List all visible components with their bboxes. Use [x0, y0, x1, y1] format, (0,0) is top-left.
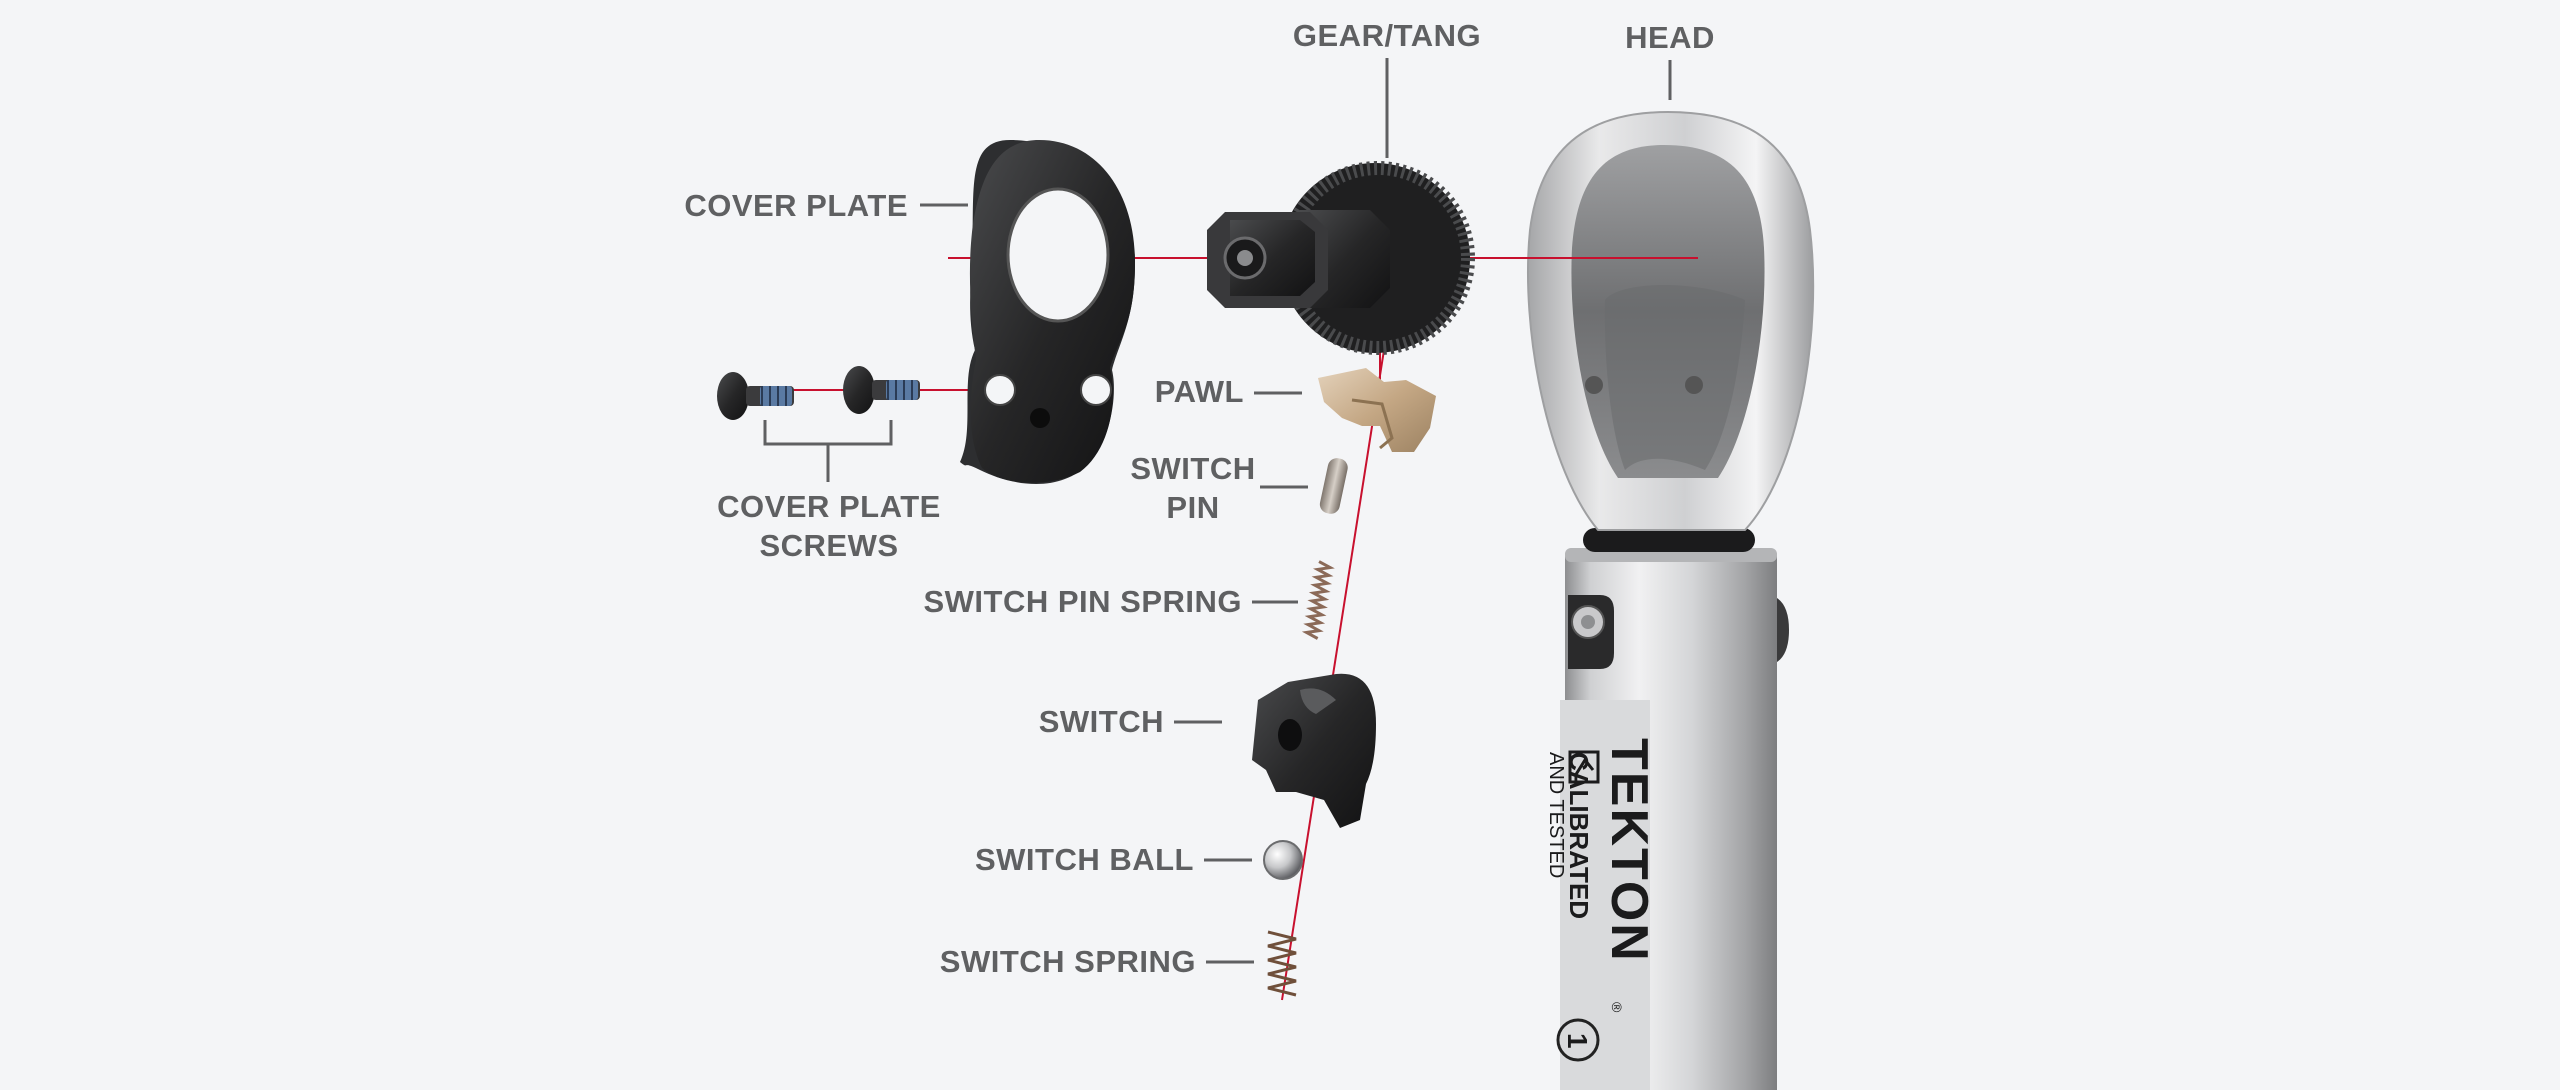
gear-tang: [1207, 161, 1475, 355]
label-switch-pin-line1: SWITCH: [1130, 451, 1256, 486]
label-switch: SWITCH: [1038, 704, 1164, 739]
wrench-tagline: CALIBRATED AND TESTED: [1545, 752, 1594, 919]
label-switch-pin-spring: SWITCH PIN SPRING: [923, 584, 1242, 619]
label-gear-tang: GEAR/TANG: [1292, 18, 1482, 53]
svg-text:AND TESTED: AND TESTED: [1545, 752, 1567, 878]
leader-cover-plate-screws: [763, 420, 893, 482]
label-switch-ball: SWITCH BALL: [974, 842, 1194, 877]
label-switch-pin: SWITCH PIN: [1120, 449, 1266, 527]
screw-right: [843, 366, 920, 414]
wrench-brand-text: TEKTON: [1600, 738, 1658, 963]
leader-lines: [763, 58, 1672, 964]
switch-ball: [1263, 840, 1303, 880]
torque-wrench: TEKTON CALIBRATED AND TESTED 1 ®: [1527, 110, 1815, 1090]
screw-left: [717, 372, 794, 420]
switch: [1252, 673, 1376, 828]
switch-pin: [1319, 458, 1348, 514]
svg-text:TEKTON: TEKTON: [1600, 738, 1658, 963]
wrench-label-plate: [1560, 700, 1650, 1090]
label-cover-plate: COVER PLATE: [684, 188, 908, 223]
svg-text:1: 1: [1562, 1033, 1593, 1049]
pawl: [1318, 368, 1436, 452]
wrench-side-bolt: [1568, 595, 1614, 669]
switch-pin-spring: [1301, 560, 1335, 640]
svg-text:®: ®: [1609, 1002, 1625, 1013]
label-cover-plate-screws-line2: SCREWS: [759, 528, 899, 563]
label-switch-spring: SWITCH SPRING: [939, 944, 1196, 979]
wrench-side-knob: [1777, 598, 1789, 662]
wrench-logo-icon: [1568, 750, 1600, 784]
switch-spring: [1267, 930, 1297, 997]
label-pawl: PAWL: [1154, 374, 1244, 409]
cover-plate-screws: [717, 366, 920, 420]
label-head: HEAD: [1625, 20, 1715, 55]
wrench-neck-ring: [1583, 528, 1755, 552]
cover-plate: [960, 139, 1135, 485]
wrench-registered-mark: ®: [1609, 1002, 1625, 1013]
label-cover-plate-screws-line1: COVER PLATE: [717, 489, 941, 524]
wrench-number-badge: 1: [1556, 1018, 1600, 1062]
label-cover-plate-screws: COVER PLATE SCREWS: [700, 487, 958, 565]
label-switch-pin-line2: PIN: [1166, 490, 1220, 525]
